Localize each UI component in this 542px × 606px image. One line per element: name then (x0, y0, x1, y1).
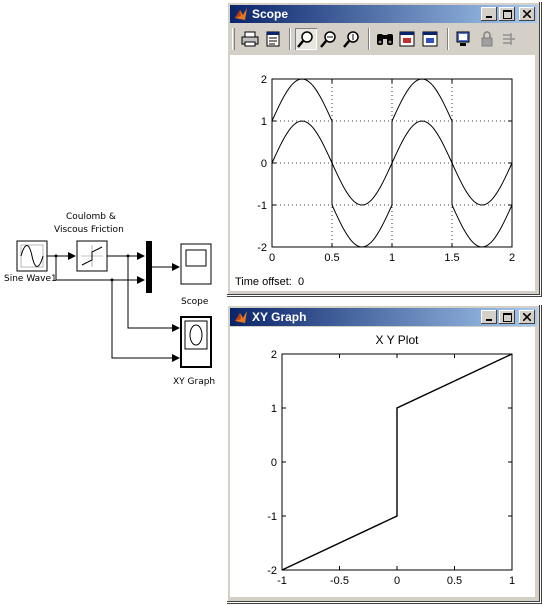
sine-wave-label: Sine Wave1 (4, 274, 57, 284)
maximize-button[interactable] (499, 7, 515, 21)
x-tick-label: 0.5 (447, 575, 462, 587)
mux-block[interactable] (146, 241, 152, 293)
x-tick-label: -1 (277, 575, 287, 587)
y-tick-label: 1 (271, 403, 277, 415)
y-tick-label: 0 (271, 457, 277, 469)
friction-label-line2: Viscous Friction (54, 225, 124, 235)
parameters-icon[interactable] (262, 28, 284, 50)
xy-graph-block[interactable] (180, 316, 212, 368)
y-tick-label: -1 (267, 511, 277, 523)
close-button[interactable] (519, 7, 535, 21)
scope-block[interactable] (180, 243, 212, 285)
y-tick-label: -2 (267, 565, 277, 577)
matlab-icon (235, 8, 247, 20)
chart-title: X Y Plot (376, 333, 420, 347)
xy-graph-label: XY Graph (173, 377, 216, 387)
close-button[interactable] (519, 310, 535, 324)
y-tick-label: -1 (257, 200, 267, 212)
toolbar-separator (368, 28, 370, 50)
x-tick-label: 1 (389, 252, 395, 264)
zoom-icon[interactable] (295, 28, 317, 50)
series-line-1 (281, 353, 513, 571)
zoom-x-icon[interactable] (318, 28, 340, 50)
xy-title-bar[interactable]: XY Graph (230, 308, 537, 326)
x-tick-label: 0 (394, 575, 400, 587)
autoscale-icon[interactable] (374, 28, 396, 50)
series-line-2 (271, 78, 513, 248)
scope-window: Scope (226, 1, 541, 296)
toolbar-grip (232, 28, 235, 50)
toolbar-separator (289, 28, 291, 50)
x-tick-label: 0 (269, 252, 275, 264)
print-icon[interactable] (239, 28, 261, 50)
time-offset-label: Time offset: (235, 276, 292, 288)
scope-title-bar[interactable]: Scope (230, 5, 537, 23)
minimize-button[interactable] (481, 310, 497, 324)
scope-label: Scope (181, 297, 209, 307)
x-tick-label: 1.5 (444, 252, 459, 264)
matlab-icon (235, 311, 247, 323)
y-tick-label: 2 (261, 74, 267, 86)
restore-axes-icon[interactable] (420, 28, 442, 50)
signal-lines (47, 252, 180, 362)
toolbar-separator (447, 28, 449, 50)
save-axes-icon[interactable] (397, 28, 419, 50)
time-offset-value: 0 (298, 276, 304, 288)
friction-block[interactable] (76, 240, 108, 272)
maximize-button[interactable] (499, 310, 515, 324)
y-tick-label: 0 (261, 158, 267, 170)
x-tick-label: -0.5 (330, 575, 349, 587)
xy-title: XY Graph (252, 310, 307, 324)
friction-label-line1: Coulomb & (66, 212, 116, 222)
floating-scope-icon[interactable] (453, 28, 475, 50)
diagram-canvas (16, 240, 212, 368)
zoom-y-icon[interactable] (341, 28, 363, 50)
x-tick-label: 0.5 (324, 252, 339, 264)
signal-selector-icon[interactable] (499, 28, 521, 50)
x-tick-label: 1 (509, 575, 515, 587)
sine-wave-block[interactable] (16, 240, 48, 272)
scope-toolbar (230, 24, 537, 54)
simulink-diagram: Sine Wave1 Coulomb & Viscous Friction Sc… (0, 200, 228, 400)
y-tick-label: 1 (261, 116, 267, 128)
y-tick-label: -2 (257, 242, 267, 254)
minimize-button[interactable] (481, 7, 497, 21)
scope-title: Scope (252, 7, 289, 21)
lock-axes-icon[interactable] (476, 28, 498, 50)
x-tick-label: 2 (509, 252, 515, 264)
y-tick-label: 2 (271, 349, 277, 361)
